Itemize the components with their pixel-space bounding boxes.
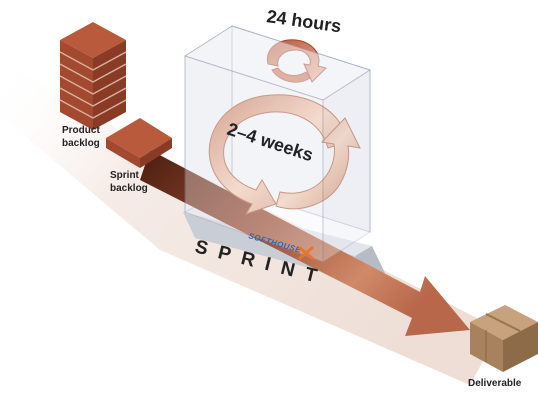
brand-x-icon bbox=[298, 246, 314, 260]
product-backlog-label-line2: backlog bbox=[62, 138, 100, 149]
sprint-box-front bbox=[183, 25, 372, 263]
sprint-cycle-icon bbox=[208, 94, 361, 215]
deliverable-box-icon bbox=[470, 305, 538, 372]
product-backlog-label-line1: Product bbox=[62, 125, 100, 136]
daily-cycle-label: 24 hours bbox=[265, 6, 342, 36]
deliverable-label: Deliverable bbox=[468, 378, 522, 389]
product-backlog-stack-icon bbox=[59, 22, 127, 130]
sprint-flow-arrow bbox=[140, 150, 470, 336]
sprint-backlog-label-line1: Sprint bbox=[110, 170, 140, 181]
sprint-backlog-label-line2: backlog bbox=[110, 183, 148, 194]
sprint-backlog-brick-icon bbox=[106, 118, 172, 168]
